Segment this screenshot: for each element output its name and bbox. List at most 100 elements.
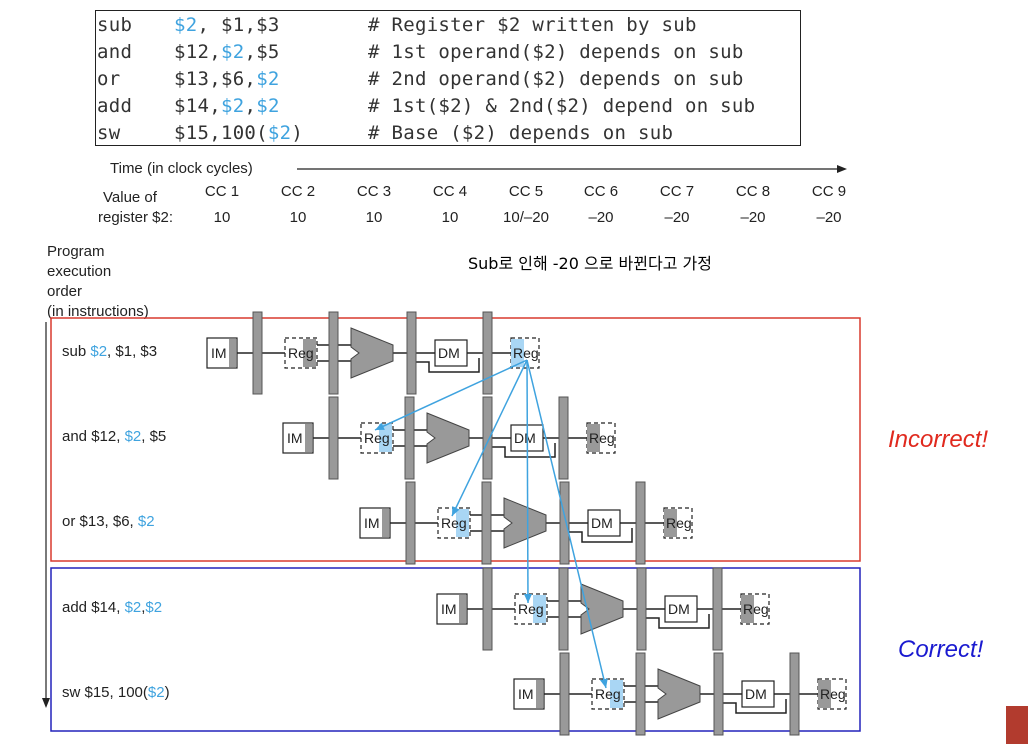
im-stage-label: IM <box>518 686 534 702</box>
code-line: sub$2, $1,$3# Register $2 written by sub <box>96 12 800 39</box>
code-operand-dependency: $2 <box>174 14 198 36</box>
alu-stage <box>657 668 701 720</box>
dependency-line <box>451 359 528 517</box>
time-axis-label: Time (in clock cycles) <box>110 160 253 177</box>
program-order-line: order <box>47 283 83 300</box>
pipeline-register-bar <box>559 481 570 565</box>
code-operand: $14, <box>174 95 221 117</box>
code-operands: $12,$2,$5 <box>174 39 280 66</box>
pipeline-register-bar <box>713 652 724 736</box>
register-value: 10 <box>441 209 459 226</box>
pipeline-register-bar <box>252 311 263 395</box>
im-stage-shade <box>536 680 543 708</box>
reg-write-label: Reg <box>513 345 539 361</box>
code-operand: $13,$6, <box>174 68 257 90</box>
reg-write-shade <box>587 424 600 452</box>
pipeline-register-bar <box>558 396 569 480</box>
clock-cycle-label: CC 2 <box>280 183 316 200</box>
instruction-operand-dependency: $2 <box>145 599 163 616</box>
dependency-arrowhead <box>375 422 385 430</box>
clock-cycle-label: CC 7 <box>659 183 695 200</box>
pipeline-register-bar <box>328 396 339 480</box>
reg-read-label: Reg <box>288 345 314 361</box>
dependency-line <box>526 359 529 604</box>
code-opcode: or <box>97 68 121 90</box>
register-value: 10 <box>365 209 383 226</box>
dm-stage-box <box>434 339 468 367</box>
code-operand-dependency: $2 <box>220 41 245 63</box>
reg-write-shade <box>664 509 677 537</box>
program-order-label: Program execution order (in instructions… <box>47 242 149 322</box>
code-operand: , <box>244 95 257 117</box>
clock-cycle-label: CC 8 <box>735 183 771 200</box>
reg-read-shade <box>379 424 392 452</box>
dm-stage-label: DM <box>514 430 536 446</box>
instruction-text: add $14, <box>62 599 125 616</box>
pipeline-register-bar <box>636 567 647 651</box>
clock-cycle-label: CC 6 <box>583 183 619 200</box>
dependency-arrowhead <box>452 506 460 516</box>
clock-cycle-label: CC 9 <box>811 183 847 200</box>
instruction-label: sub $2, $1, $3 <box>62 343 157 360</box>
register-value: –20 <box>816 209 842 226</box>
pipeline-bypass-wire <box>568 528 633 543</box>
code-operand-dependency: $2 <box>256 68 280 90</box>
reg-read-label: Reg <box>441 515 467 531</box>
pipeline-register-bar <box>406 311 417 395</box>
im-stage-label: IM <box>441 601 457 617</box>
pipeline-register-bar <box>482 396 493 480</box>
pipeline-register-bar <box>328 311 339 395</box>
im-stage-label: IM <box>364 515 380 531</box>
alu-stage <box>350 327 394 379</box>
dm-stage-label: DM <box>591 515 613 531</box>
clock-cycle-label: CC 3 <box>356 183 392 200</box>
dm-stage-label: DM <box>668 601 690 617</box>
pipeline-register-bar <box>635 481 646 565</box>
clock-cycle-label: CC 5 <box>508 183 544 200</box>
instruction-text: , $1, $3 <box>107 343 158 360</box>
register-value: –20 <box>740 209 766 226</box>
code-operand-dependency: $2 <box>256 95 280 117</box>
reg-read-label: Reg <box>595 686 621 702</box>
pipeline-register-bar <box>712 567 723 651</box>
code-operand: $12, <box>174 41 221 63</box>
pipeline-register-bar <box>559 652 570 736</box>
code-operand-dependency: $2 <box>220 95 245 117</box>
code-comment: # Register $2 written by sub <box>368 14 697 36</box>
register-value: –20 <box>588 209 614 226</box>
instruction-text: , <box>141 599 146 616</box>
pipeline-register-bar <box>405 481 416 565</box>
code-opcode: sub <box>97 14 133 36</box>
clock-cycle-label: CC 1 <box>204 183 240 200</box>
alu-stage <box>503 497 547 549</box>
code-operand: ) <box>291 122 304 144</box>
code-operands: $13,$6,$2 <box>174 66 280 93</box>
code-operands: $14,$2,$2 <box>174 93 280 120</box>
pipeline-register-bar <box>482 311 493 395</box>
code-opcode: and <box>97 41 133 63</box>
code-line: or $13,$6,$2 # 2nd operand($2) depends on … <box>96 66 800 93</box>
instruction-text: and $12, <box>62 428 125 445</box>
reg-write-label: Reg <box>743 601 769 617</box>
code-comment: # 2nd operand($2) depends on sub <box>368 68 744 90</box>
dependency-arrowhead <box>600 678 608 688</box>
im-stage-shade <box>305 424 312 452</box>
reg-write-label: Reg <box>589 430 615 446</box>
time-axis-arrowhead <box>837 165 847 173</box>
im-stage-shade <box>382 509 389 537</box>
reg-read-label: Reg <box>364 430 390 446</box>
im-stage-shade <box>459 595 466 623</box>
code-line: add$14,$2,$2# 1st($2) & 2nd($2) depend o… <box>96 93 800 120</box>
code-listing: sub$2, $1,$3# Register $2 written by sub… <box>95 10 801 146</box>
incorrect-group-box <box>50 317 861 562</box>
code-opcode: sw <box>97 122 121 144</box>
instruction-operand-dependency: $2 <box>90 343 108 360</box>
program-order-line: Program <box>47 243 105 260</box>
instruction-text: sub <box>62 343 91 360</box>
code-operand: $15,100( <box>174 122 268 144</box>
instruction-text: sw $15, 100( <box>62 684 148 701</box>
pipeline-register-bar <box>789 652 800 736</box>
dm-stage-box <box>587 509 621 537</box>
